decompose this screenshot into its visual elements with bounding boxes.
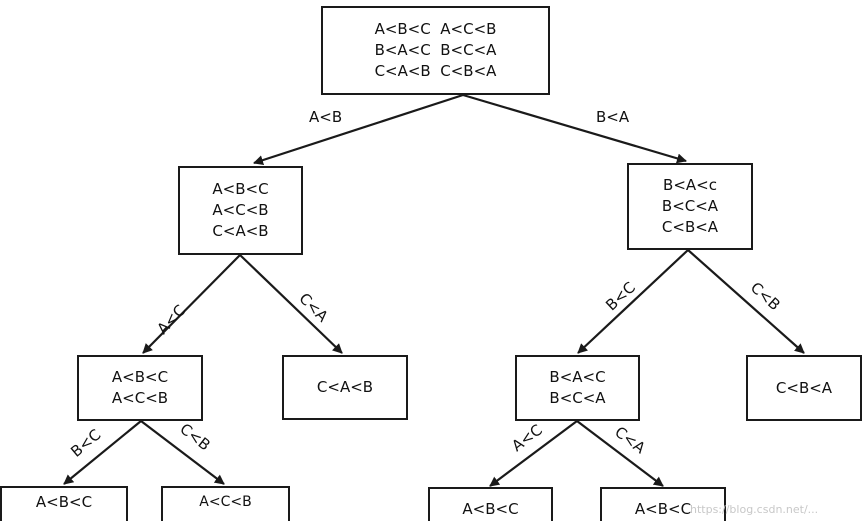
node-llr: A<C<B: [161, 486, 290, 521]
edge-left-ll: [142, 254, 241, 354]
node-root-line-3: C<A<B C<B<A: [374, 62, 497, 80]
node-left-line-2: A<C<B: [212, 201, 269, 219]
node-right-line-3: C<B<A: [661, 218, 719, 236]
node-root: A<B<C A<C<B B<A<C B<C<A C<A<B C<B<A: [321, 6, 550, 95]
edge-label-left-ll: A<C: [153, 301, 189, 338]
node-rll-line-1: A<B<C: [462, 500, 519, 518]
node-llr-line-1: A<C<B: [199, 494, 252, 510]
node-rr: C<B<A: [746, 355, 862, 421]
node-root-line-2: B<A<C B<C<A: [374, 41, 497, 59]
edge-label-root-left: A<B: [309, 108, 342, 126]
edge-ll-lll: [63, 420, 142, 485]
node-ll-line-1: A<B<C: [111, 368, 169, 386]
node-rlr: A<B<C: [600, 487, 726, 521]
node-ll-line-2: A<C<B: [111, 389, 169, 407]
edge-label-rl-rll: A<C: [508, 421, 545, 455]
edge-label-right-rl: B<C: [602, 278, 639, 314]
edge-rl-rlr: [576, 420, 664, 487]
node-rl-line-1: B<A<C: [549, 368, 606, 386]
node-rl: B<A<C B<C<A: [515, 355, 640, 421]
node-left: A<B<C A<C<B C<A<B: [178, 166, 303, 255]
node-left-line-3: C<A<B: [212, 222, 269, 240]
edge-right-rr: [687, 249, 805, 354]
node-left-line-1: A<B<C: [212, 180, 269, 198]
node-lll-line-1: A<B<C: [35, 493, 93, 511]
node-rll: A<B<C: [428, 487, 553, 521]
edge-right-rl: [577, 249, 689, 354]
edge-root-left: [253, 93, 464, 165]
node-rr-line-1: C<B<A: [775, 378, 833, 397]
watermark-text: https://blog.csdn.net/...: [690, 503, 819, 516]
node-rl-line-2: B<C<A: [549, 389, 606, 407]
edge-root-right: [462, 93, 687, 164]
node-lr: C<A<B: [282, 355, 408, 420]
node-right: B<A<c B<C<A C<B<A: [627, 163, 753, 250]
edge-label-right-rr: C<B: [747, 278, 784, 314]
node-root-line-1: A<B<C A<C<B: [374, 20, 497, 38]
edge-rl-rll: [489, 420, 578, 487]
edge-ll-llr: [140, 420, 225, 485]
node-rlr-line-1: A<B<C: [634, 500, 692, 518]
edge-label-root-right: B<A: [596, 108, 630, 126]
node-right-line-2: B<C<A: [661, 197, 719, 215]
node-lr-line-1: C<A<B: [316, 378, 374, 396]
edge-label-left-lr: C<A: [295, 289, 332, 326]
node-ll: A<B<C A<C<B: [77, 355, 203, 421]
edge-left-lr: [239, 254, 343, 354]
node-lll: A<B<C: [0, 486, 128, 521]
node-right-line-1: B<A<c: [663, 176, 717, 194]
edge-label-ll-llr: C<B: [176, 420, 213, 455]
